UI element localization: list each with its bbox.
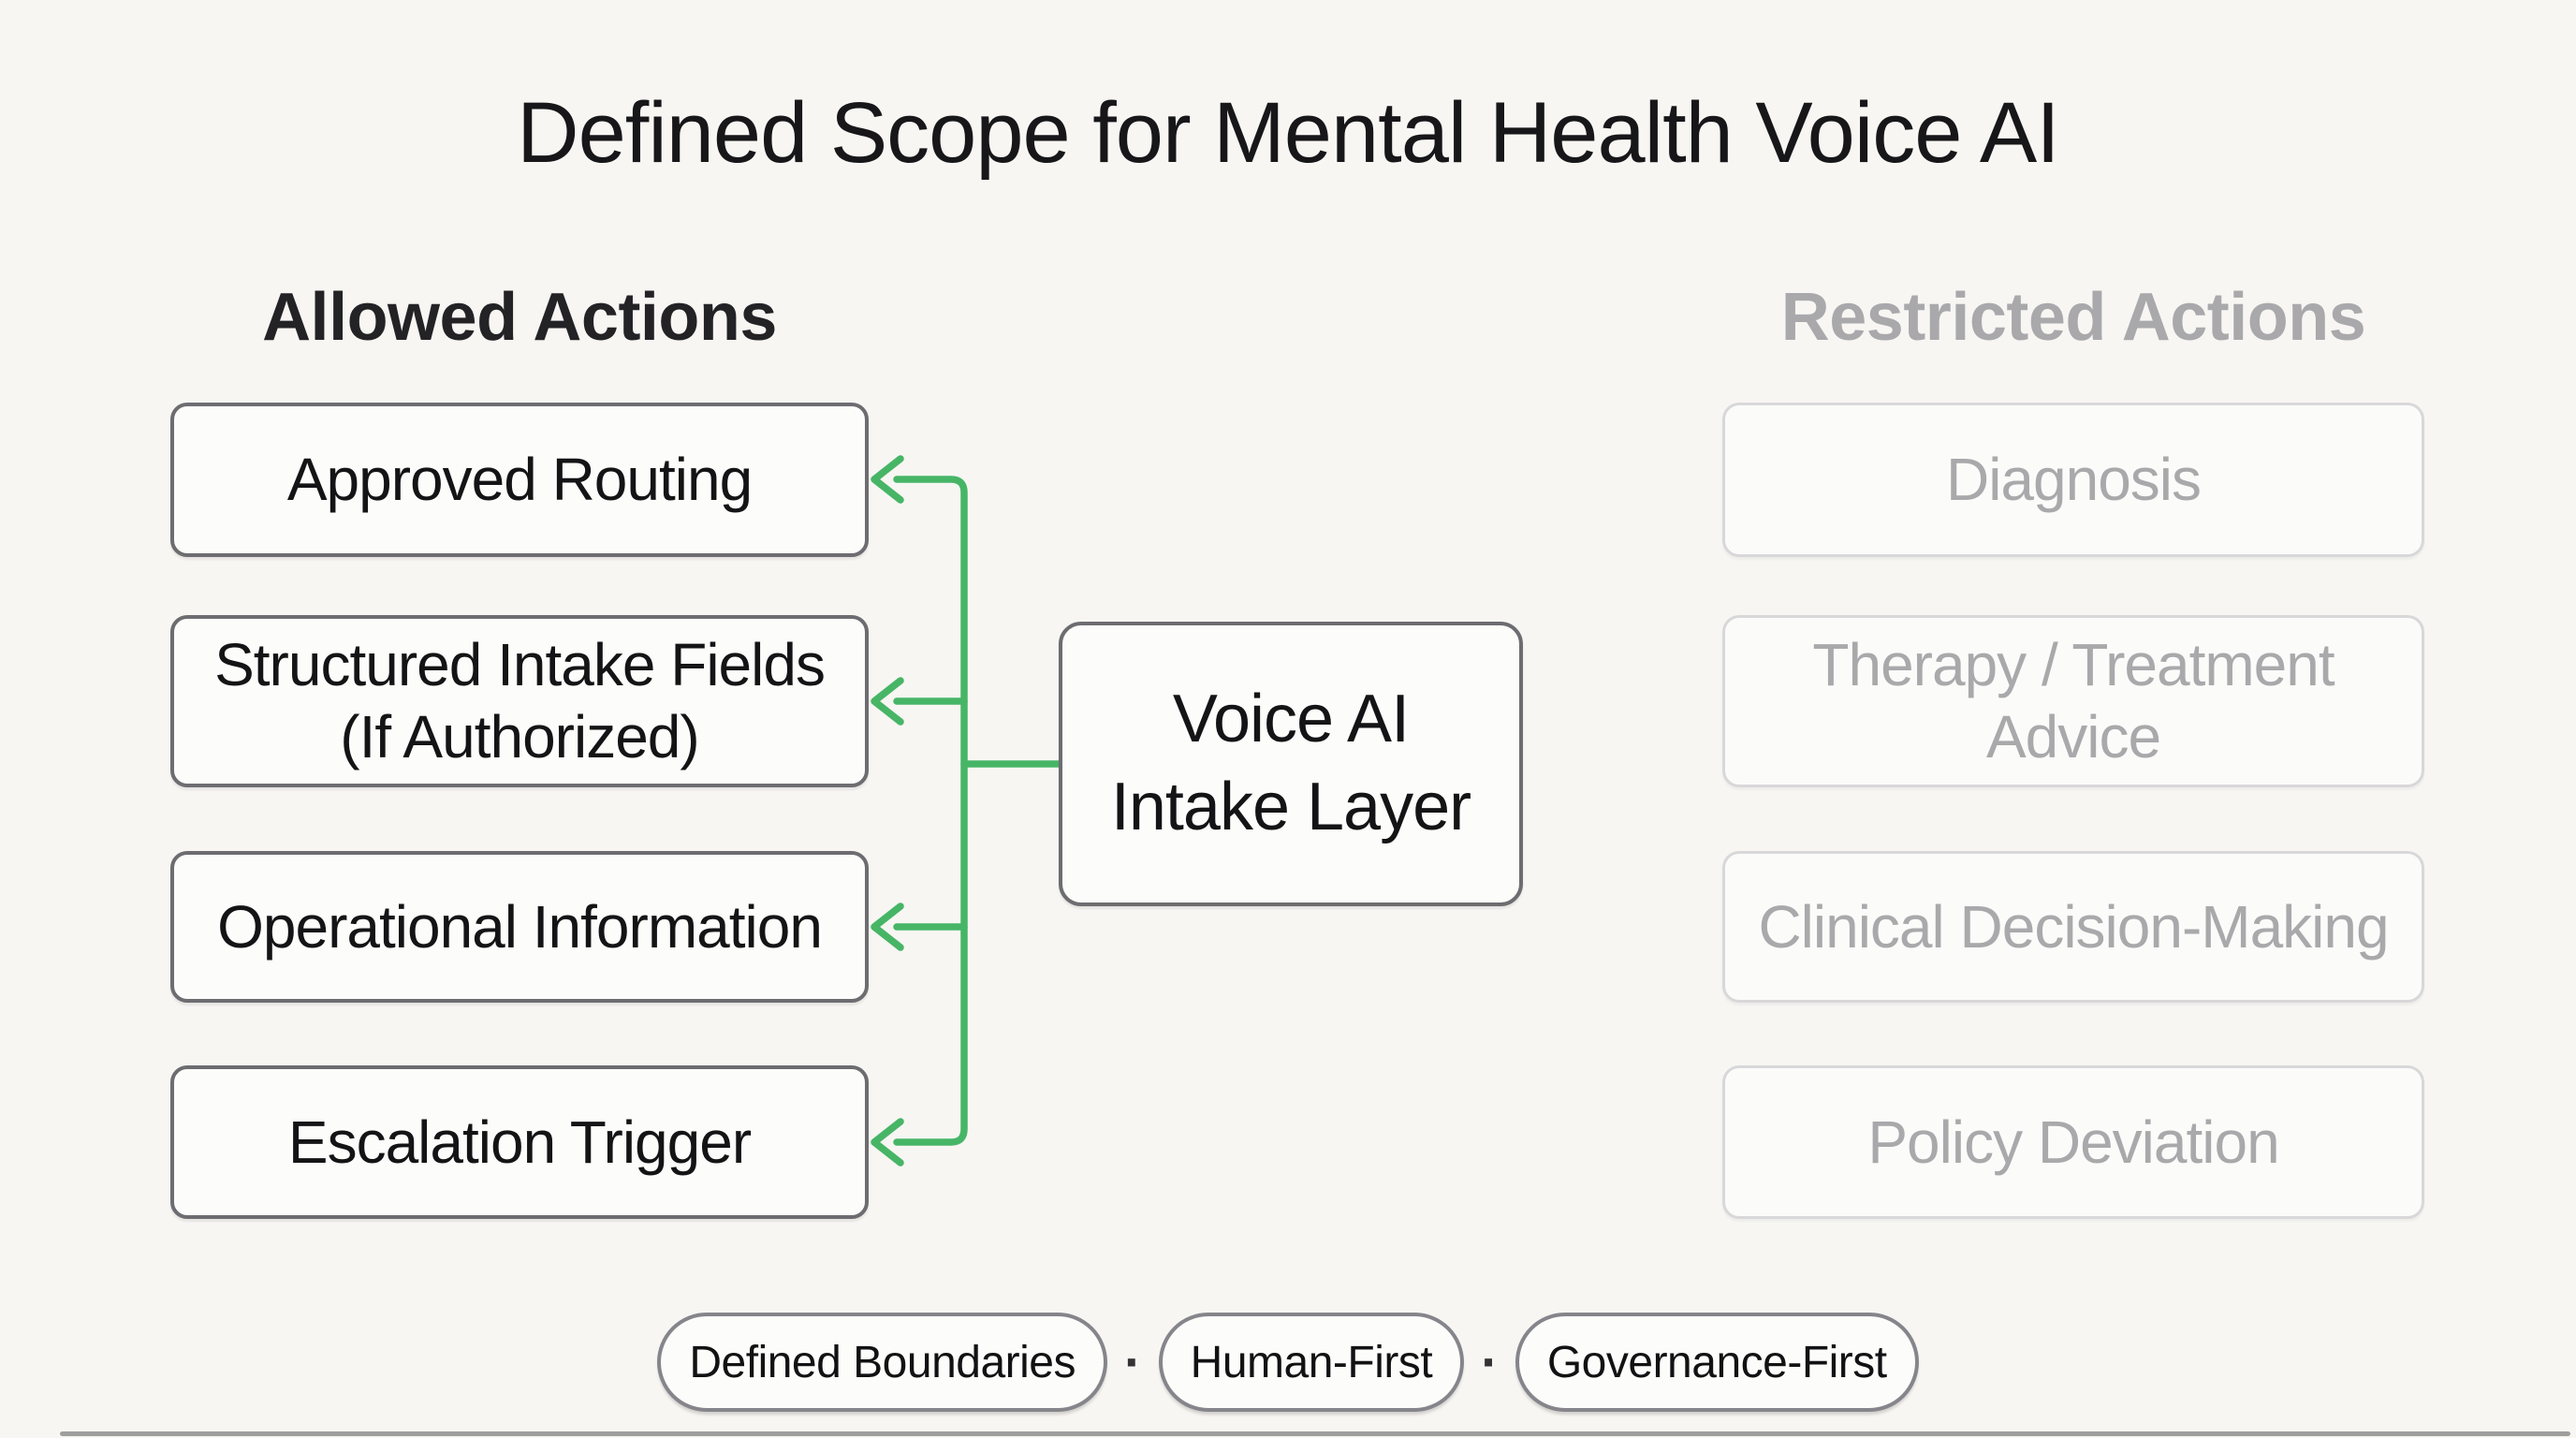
page-title: Defined Scope for Mental Health Voice AI	[517, 85, 2060, 181]
voice-ai-intake-layer-box: Voice AI Intake Layer	[1059, 622, 1523, 906]
arrowhead-escalation-trigger	[871, 1118, 904, 1167]
allowed-box-label: Operational Information	[217, 892, 823, 961]
pill-label: Human-First	[1190, 1337, 1433, 1387]
allowed-box-escalation-trigger: Escalation Trigger	[170, 1065, 869, 1219]
restricted-box-clinical-decision-making: Clinical Decision-Making	[1722, 851, 2424, 1003]
arrowhead-approved-routing	[871, 455, 904, 504]
footer-pills: Defined Boundaries · Human-First · Gover…	[0, 1313, 2576, 1412]
arrowhead-structured-intake	[871, 677, 904, 726]
restricted-actions-heading: Restricted Actions	[1780, 280, 2366, 355]
restricted-box-label: Diagnosis	[1945, 446, 2202, 514]
allowed-box-label: Approved Routing	[286, 446, 753, 514]
allowed-box-operational-information: Operational Information	[170, 851, 869, 1003]
allowed-actions-heading: Allowed Actions	[262, 280, 777, 355]
allowed-box-label: (If Authorized)	[340, 703, 699, 770]
pill-human-first: Human-First	[1158, 1313, 1465, 1412]
pill-separator: ·	[1481, 1332, 1499, 1391]
restricted-box-diagnosis: Diagnosis	[1722, 403, 2424, 557]
bottom-edge-line	[60, 1431, 2570, 1436]
allowed-box-approved-routing: Approved Routing	[170, 403, 869, 557]
restricted-box-label: Clinical Decision-Making	[1758, 892, 2389, 961]
arrowhead-operational-info	[871, 902, 904, 951]
pill-separator: ·	[1124, 1332, 1142, 1391]
center-box-label: Intake Layer	[1110, 770, 1471, 844]
center-box-label: Voice AI	[1172, 682, 1410, 757]
restricted-box-label: Advice	[1985, 703, 2161, 770]
restricted-box-therapy-treatment-advice: Therapy / Treatment Advice	[1722, 615, 2424, 787]
pill-label: Governance-First	[1546, 1337, 1887, 1387]
green-connector-lines	[871, 455, 1062, 1167]
allowed-box-label: Structured Intake Fields	[214, 631, 826, 699]
pill-governance-first: Governance-First	[1515, 1313, 1919, 1412]
pill-defined-boundaries: Defined Boundaries	[657, 1313, 1107, 1412]
pill-label: Defined Boundaries	[689, 1337, 1076, 1387]
restricted-box-policy-deviation: Policy Deviation	[1722, 1065, 2424, 1219]
connector-trunk	[893, 476, 968, 1146]
allowed-box-structured-intake-fields: Structured Intake Fields (If Authorized)	[170, 615, 869, 787]
restricted-box-label: Therapy / Treatment	[1812, 631, 2334, 699]
restricted-box-label: Policy Deviation	[1867, 1108, 2279, 1176]
allowed-box-label: Escalation Trigger	[287, 1108, 752, 1176]
